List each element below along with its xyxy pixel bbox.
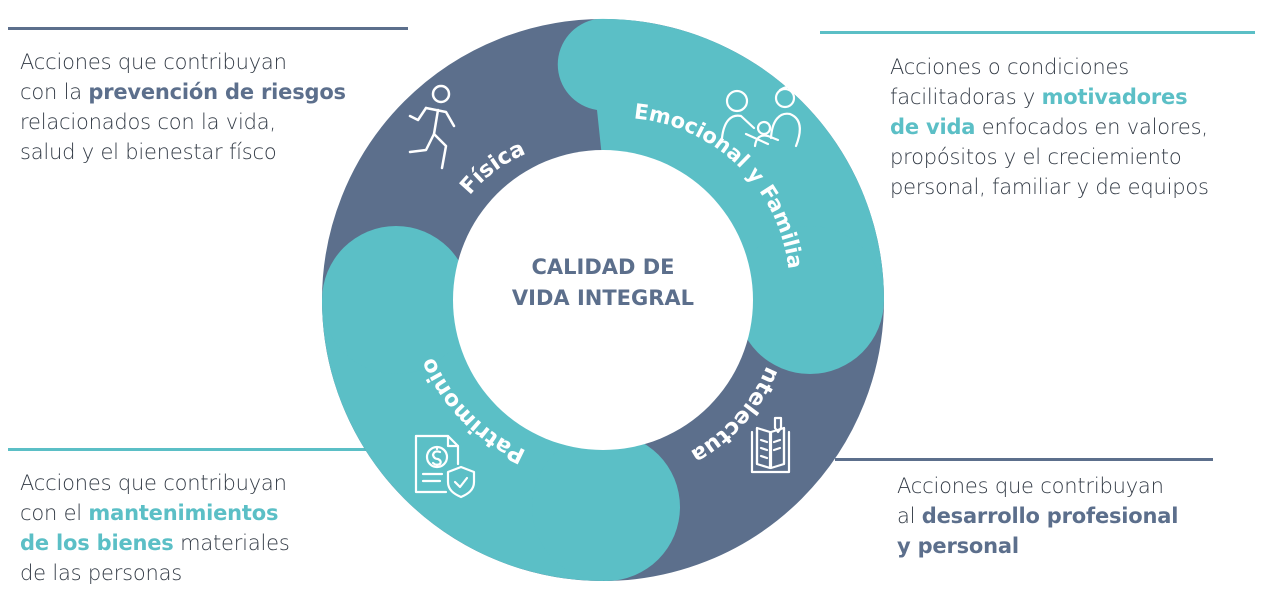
description-fisica: Acciones que contribuyan con la prevenci…: [20, 47, 405, 167]
description-line: Acciones que contribuyan: [20, 471, 287, 495]
description-highlight: y personal: [897, 534, 1019, 558]
description-line: Acciones o condiciones: [890, 55, 1130, 79]
description-line: de vida enfocados en valores,: [890, 112, 1265, 142]
description-text: con la: [20, 80, 89, 104]
description-text: con el: [20, 501, 89, 525]
center-title-line2: VIDA INTEGRAL: [511, 286, 695, 310]
description-text: al: [897, 504, 922, 528]
description-line: personal, familiar y de equipos: [890, 175, 1209, 199]
description-intelectual: Acciones que contribuyan al desarrollo p…: [897, 471, 1227, 561]
description-line: salud y el bienestar físco: [20, 140, 277, 164]
book-icon: [750, 416, 791, 474]
divider-top-left: [8, 27, 408, 30]
description-line: de las personas: [20, 561, 183, 585]
description-line: con el mantenimientos: [20, 498, 350, 528]
description-highlight: de vida: [890, 115, 976, 139]
financial-document-shield-icon: [414, 434, 476, 499]
description-highlight: motivadores: [1041, 85, 1188, 109]
segment-patrimonio-cap-top: [322, 226, 470, 374]
description-line: con la prevención de riesgos: [20, 77, 405, 107]
description-line: de los bienes materiales: [20, 528, 350, 558]
description-highlight: desarrollo profesional: [921, 504, 1179, 528]
description-line: Acciones que contribuyan: [897, 474, 1164, 498]
description-line: Acciones que contribuyan: [20, 50, 287, 74]
description-text: facilitadoras y: [890, 85, 1042, 109]
family-icon: [720, 85, 801, 148]
description-highlight: de los bienes: [20, 531, 174, 555]
running-person-icon: [408, 84, 456, 170]
description-line: facilitadoras y motivadores: [890, 82, 1265, 112]
description-emocional: Acciones o condiciones facilitadoras y m…: [890, 52, 1265, 202]
divider-bottom-right: [835, 458, 1213, 461]
ring-center: [453, 150, 753, 450]
description-line: al desarrollo profesional: [897, 501, 1227, 531]
description-line: y personal: [897, 531, 1227, 561]
description-text: materiales: [173, 531, 290, 555]
description-line: relacionados con la vida,: [20, 110, 276, 134]
description-text: enfocados en valores,: [975, 115, 1208, 139]
divider-top-right: [820, 31, 1255, 34]
center-title-line1: CALIDAD DE: [531, 255, 675, 279]
description-highlight: mantenimientos: [88, 501, 279, 525]
description-highlight: prevención de riesgos: [88, 80, 346, 104]
segment-patrimonio-cap-bottom: [532, 433, 680, 581]
divider-bottom-left: [8, 448, 438, 451]
description-line: propósitos y el creciemiento: [890, 145, 1182, 169]
description-patrimonio: Acciones que contribuyan con el mantenim…: [20, 468, 350, 588]
center-title: CALIDAD DE VIDA INTEGRAL: [483, 252, 723, 314]
segment-emocional-cap: [736, 226, 884, 374]
